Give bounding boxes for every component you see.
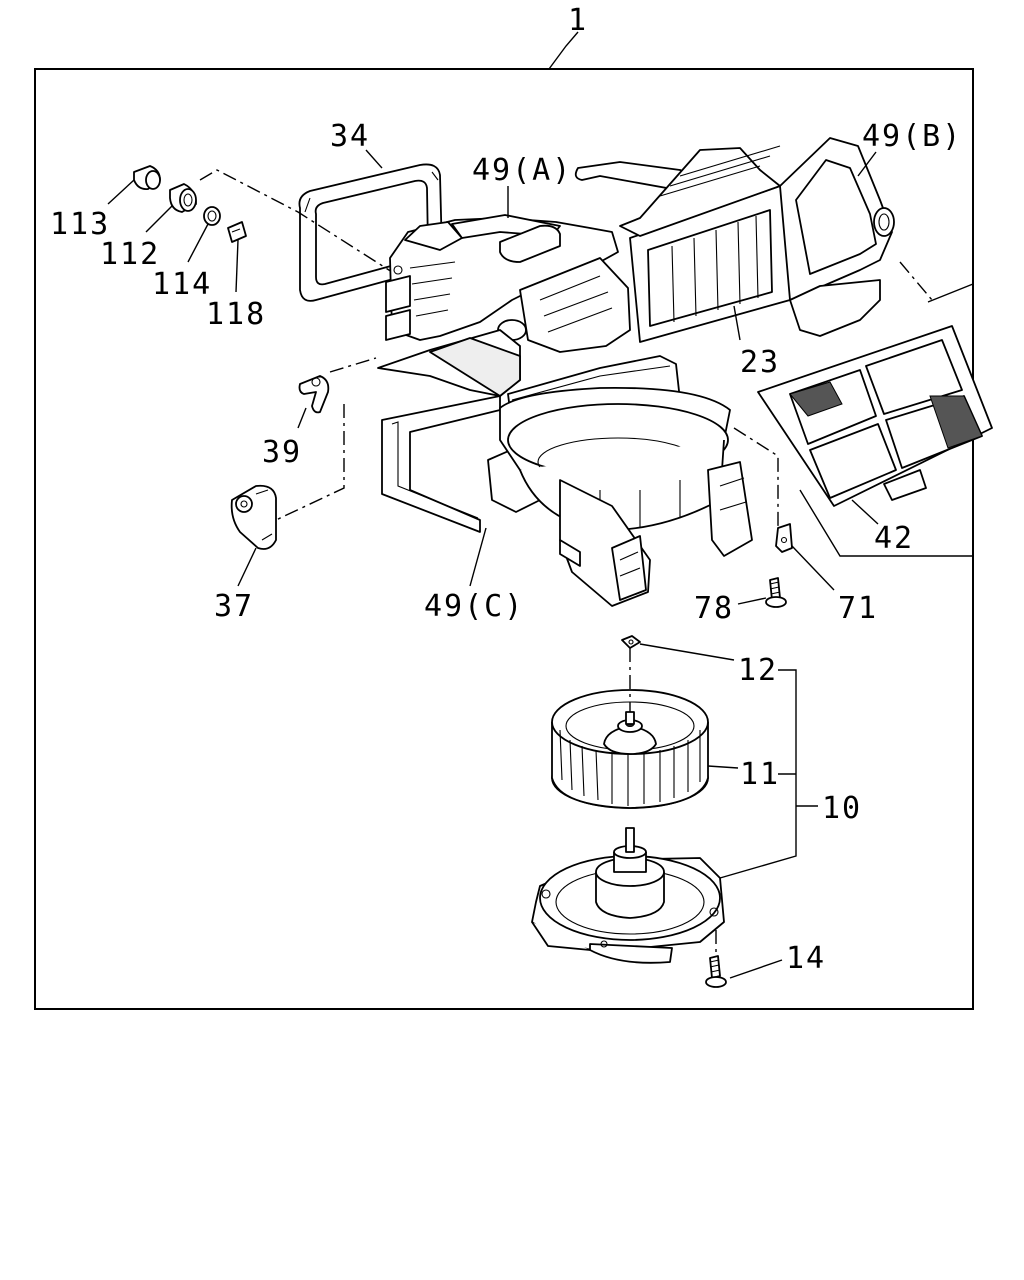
- leader-37: [237, 547, 257, 587]
- leader-49c: [469, 527, 487, 587]
- clip-118: [227, 221, 247, 243]
- grommet-112: [169, 183, 197, 213]
- bracket-centerline: [733, 427, 779, 528]
- leader-34: [365, 149, 383, 169]
- callout-14: 14: [786, 941, 826, 976]
- callout-114: 114: [152, 267, 212, 302]
- callout-112: 112: [100, 237, 160, 272]
- callout-49a: 49(A): [472, 153, 572, 188]
- callout-39: 39: [262, 435, 302, 470]
- leader-42: [851, 499, 879, 525]
- leader-11: [707, 765, 739, 769]
- lower-case-49c: [381, 386, 753, 607]
- callout-1: 1: [568, 3, 588, 38]
- leader-14: [729, 959, 783, 979]
- callout-11: 11: [740, 757, 780, 792]
- callout-78: 78: [694, 591, 734, 626]
- leader-71: [791, 545, 835, 591]
- callout-34: 34: [330, 119, 370, 154]
- small-parts-centerline: [199, 169, 393, 273]
- frame-notch: [799, 283, 974, 557]
- callout-42: 42: [874, 521, 914, 556]
- lever-39: [298, 375, 330, 414]
- leader-23: [733, 305, 741, 341]
- callout-118: 118: [206, 297, 266, 332]
- leader-39: [297, 407, 307, 429]
- leader-78: [737, 597, 767, 605]
- callout-49b: 49(B): [862, 119, 962, 154]
- screw-78: [765, 577, 787, 608]
- heater-door-23: [619, 145, 791, 343]
- nut-12: [621, 635, 641, 649]
- assembly-frame: [34, 68, 974, 1010]
- callout-113: 113: [50, 207, 110, 242]
- callout-49c: 49(C): [424, 589, 524, 624]
- screw-14: [705, 955, 727, 988]
- bracket-71: [775, 523, 793, 553]
- blower-fan-11: [551, 689, 709, 809]
- callout-12: 12: [738, 653, 778, 688]
- leader-49b: [857, 151, 877, 177]
- leader-1: [548, 31, 579, 70]
- ring-114: [203, 206, 221, 226]
- leader-12: [639, 643, 735, 661]
- lever-centerline: [275, 357, 377, 521]
- blower-motor-10: [531, 827, 725, 964]
- callout-23: 23: [740, 345, 780, 380]
- callout-71: 71: [838, 591, 878, 626]
- bracket-10: [719, 669, 818, 879]
- leader-118: [235, 239, 239, 293]
- upper-case-49b: [779, 137, 895, 337]
- leader-113: [107, 179, 135, 205]
- pipe-plug-113: [133, 165, 161, 190]
- air-filter-42: [757, 325, 993, 507]
- leader-filter-frame: [899, 261, 933, 301]
- callout-10: 10: [822, 791, 862, 826]
- link-37: [230, 484, 277, 550]
- leader-114: [187, 223, 209, 263]
- leader-112: [145, 205, 173, 233]
- callout-37: 37: [214, 589, 254, 624]
